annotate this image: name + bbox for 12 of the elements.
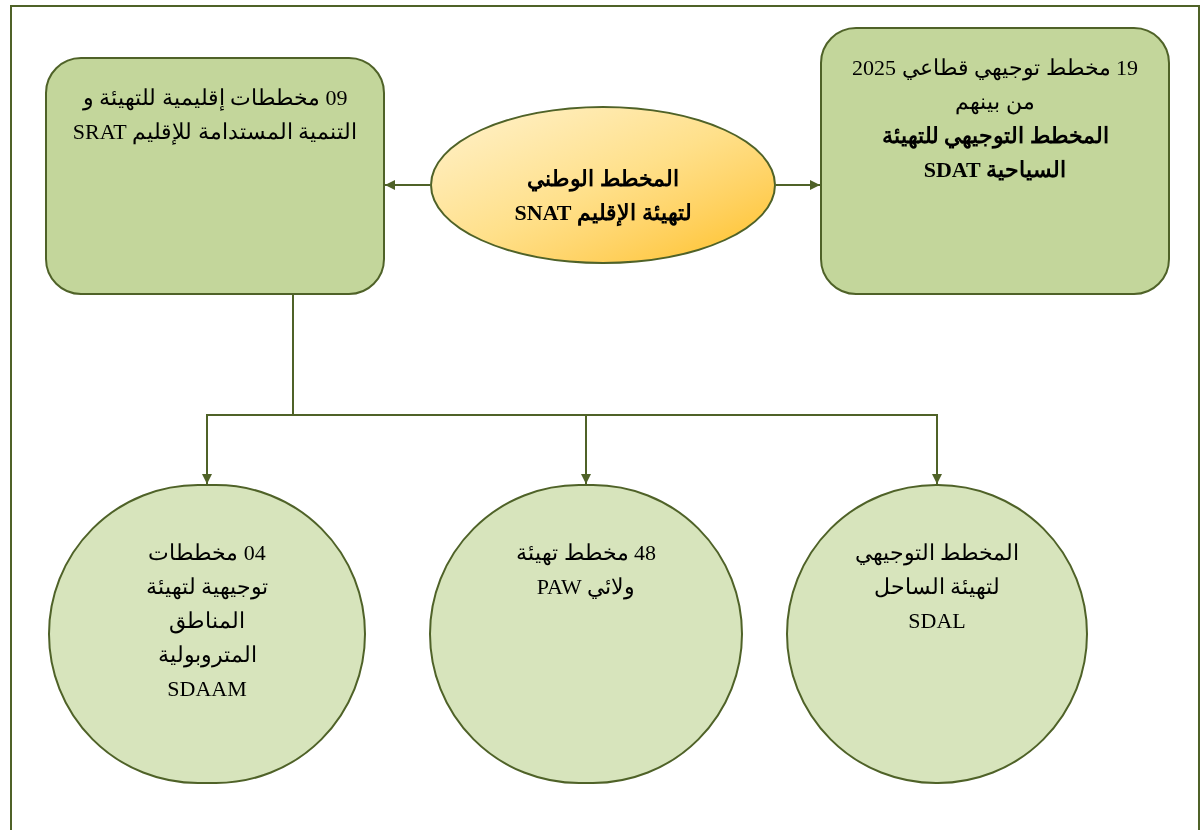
rounded-box <box>45 57 385 295</box>
node-text: المخطط الوطني لتهيئة الإقليم SNAT <box>513 164 693 228</box>
node-text: المخطط التوجيهي لتهيئة الساحل SDAL <box>853 539 1021 636</box>
node-text: 09 مخططات إقليمية للتهيئة و التنمية المستدامة للإقليم SRAT <box>71 84 359 147</box>
node-text: المخطط التوجيهي للتهيئة السياحية SDAT <box>880 122 1110 185</box>
node-text: 04 مخططات توجيهية لتهيئة المناطق المتروبولية SDAAM <box>144 539 270 704</box>
node-text: 48 مخطط تهيئة ولائي PAW <box>515 539 657 602</box>
node-text: من بينهم <box>954 88 1036 117</box>
node-text: 19 مخطط توجيهي قطاعي 2025 <box>851 54 1139 83</box>
arrow <box>384 180 431 190</box>
arrow <box>775 180 821 190</box>
rounded-box <box>820 27 1170 295</box>
